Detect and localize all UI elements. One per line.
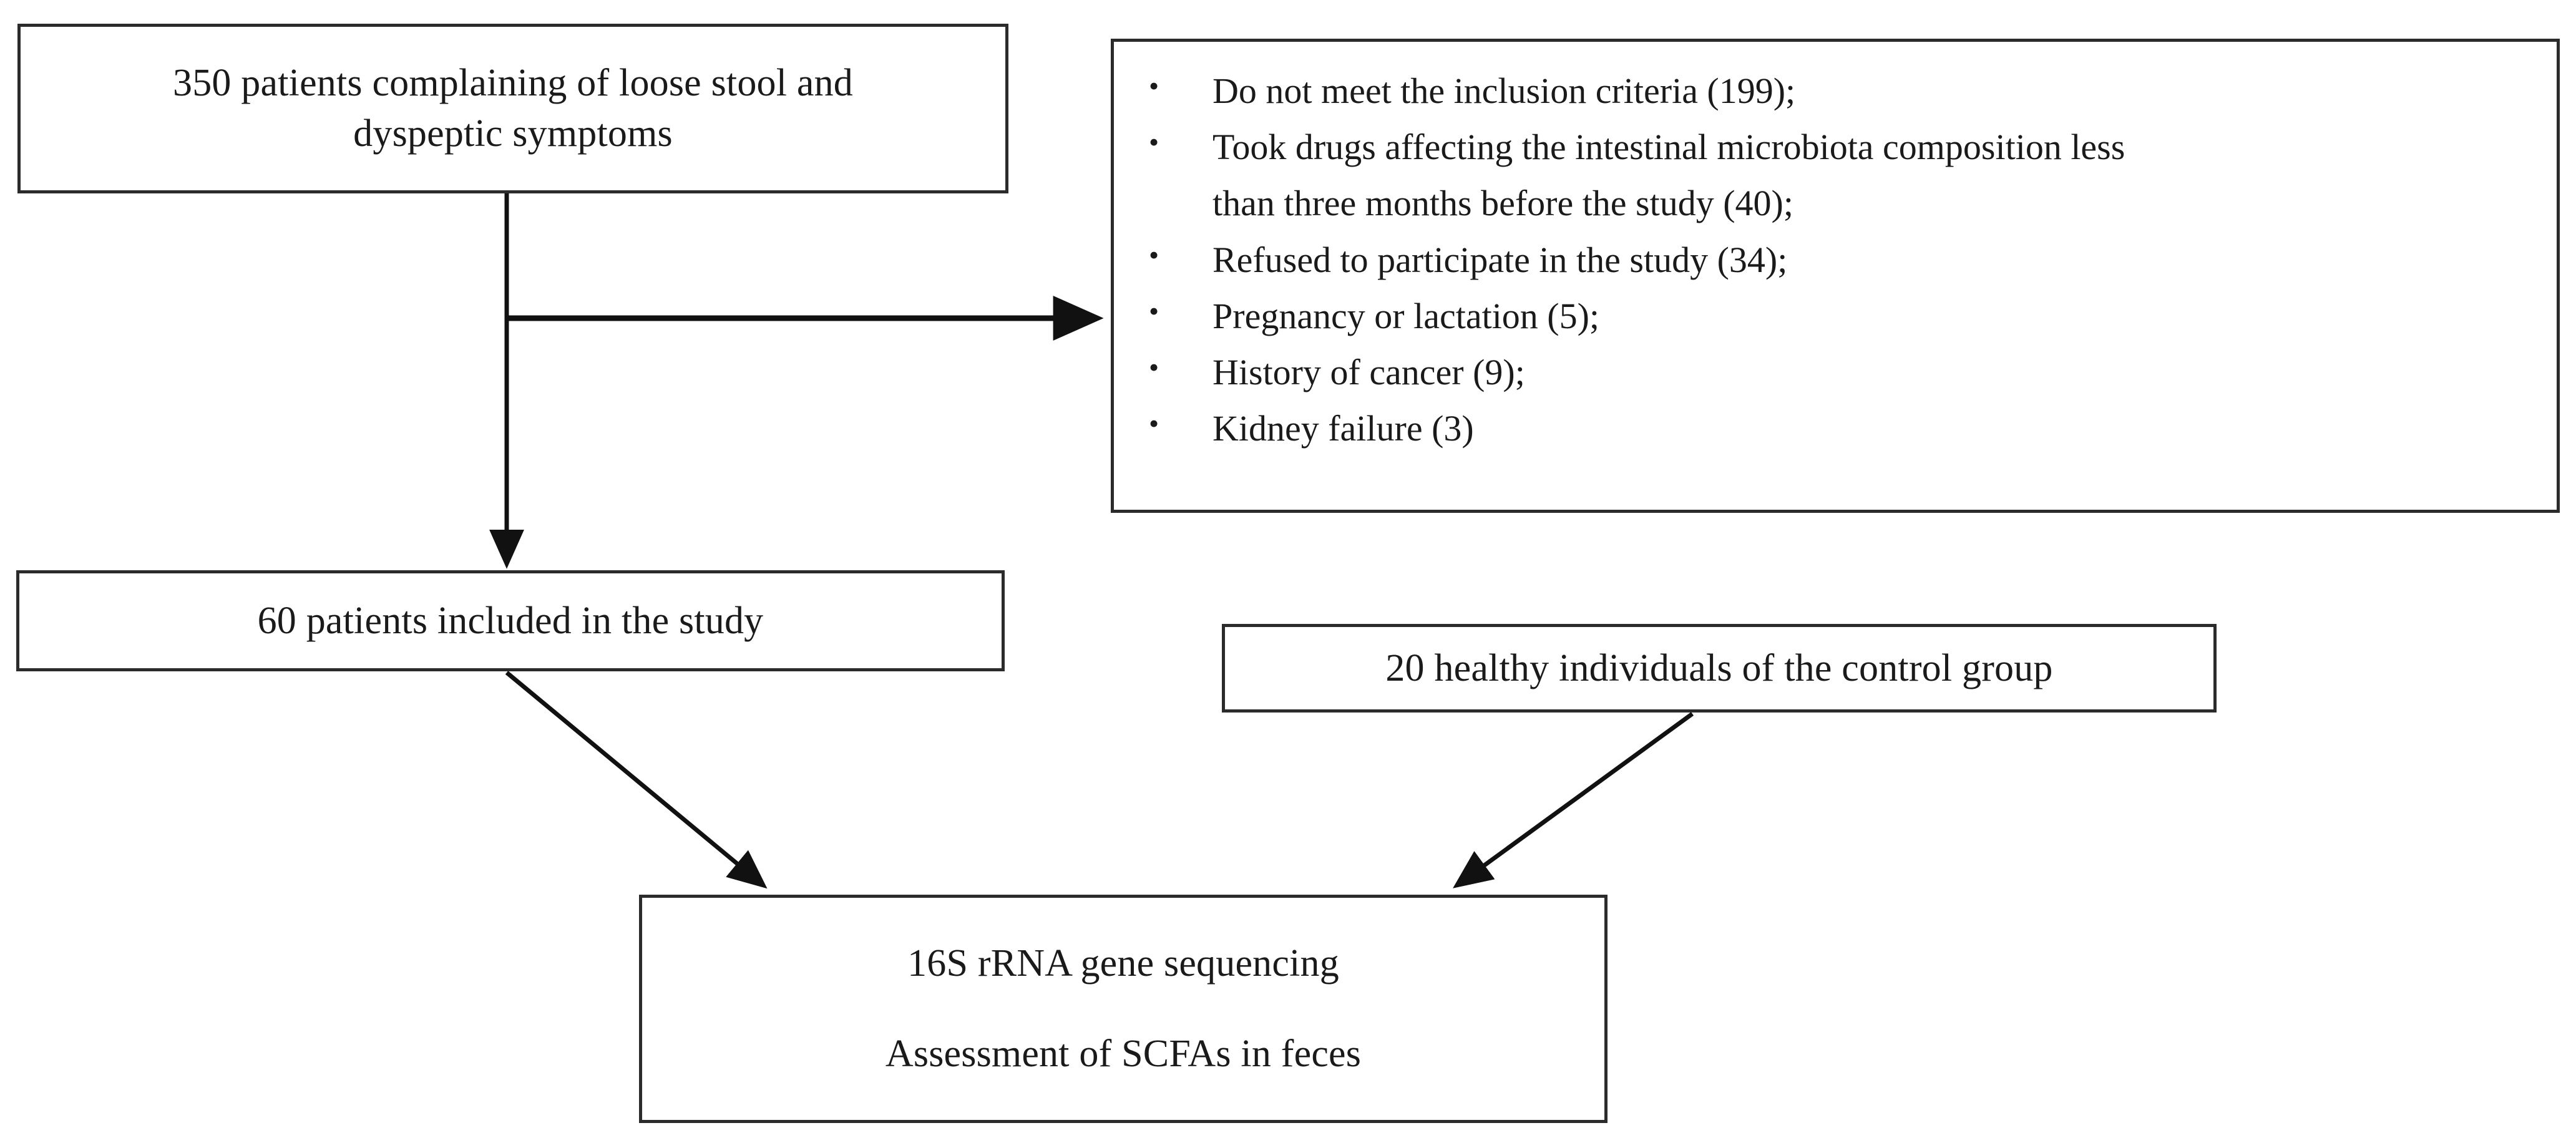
list-item-label: than three months before the study (40); [1212, 183, 1793, 224]
bullet-icon: • [1149, 126, 1159, 158]
list-item: • Do not meet the inclusion criteria (19… [1130, 68, 2532, 114]
connector-included-to-analysis [505, 671, 768, 889]
node-analysis-line-2: Assessment of SCFAs in feces [885, 1033, 1362, 1076]
node-screened-line-1: 350 patients complaining of loose stool … [173, 62, 853, 105]
list-item: • Took drugs affecting the intestinal mi… [1130, 124, 2532, 170]
list-item: • Refused to participate in the study (3… [1130, 237, 2532, 283]
node-included-line-1: 60 patients included in the study [257, 599, 764, 642]
list-item: • Kidney failure (3) [1130, 406, 2532, 452]
node-included-patients: 60 patients included in the study [16, 570, 1005, 671]
bullet-icon: • [1149, 294, 1159, 327]
node-exclusion-criteria: • Do not meet the inclusion criteria (19… [1111, 39, 2560, 513]
list-item-label: Took drugs affecting the intestinal micr… [1212, 127, 2125, 168]
node-control-group: 20 healthy individuals of the control gr… [1222, 624, 2217, 713]
list-item-label: Do not meet the inclusion criteria (199)… [1212, 71, 1796, 111]
bullet-icon: • [1149, 351, 1159, 384]
bullet-icon: • [1149, 407, 1159, 440]
bullet-icon: • [1149, 70, 1159, 102]
node-screened-patients: 350 patients complaining of loose stool … [17, 24, 1008, 193]
node-screened-line-2: dyspeptic symptoms [353, 112, 673, 155]
bullet-icon: • [1149, 238, 1159, 271]
list-item-label: Kidney failure (3) [1212, 408, 1474, 449]
list-item: • Pregnancy or lactation (5); [1130, 293, 2532, 339]
list-item-continuation: than three months before the study (40); [1130, 180, 2532, 226]
node-analysis-line-1: 16S rRNA gene sequencing [907, 941, 1339, 985]
list-item: • History of cancer (9); [1130, 349, 2532, 396]
list-item-label: Pregnancy or lactation (5); [1212, 295, 1600, 336]
list-item-label: Refused to participate in the study (34)… [1212, 239, 1788, 280]
connector-control-to-analysis [1453, 712, 1694, 888]
exclusion-criteria-list: • Do not meet the inclusion criteria (19… [1114, 68, 2557, 452]
list-item-label: History of cancer (9); [1212, 352, 1525, 393]
node-analysis-methods: 16S rRNA gene sequencing Assessment of S… [639, 895, 1608, 1123]
node-control-line-1: 20 healthy individuals of the control gr… [1385, 646, 2053, 689]
